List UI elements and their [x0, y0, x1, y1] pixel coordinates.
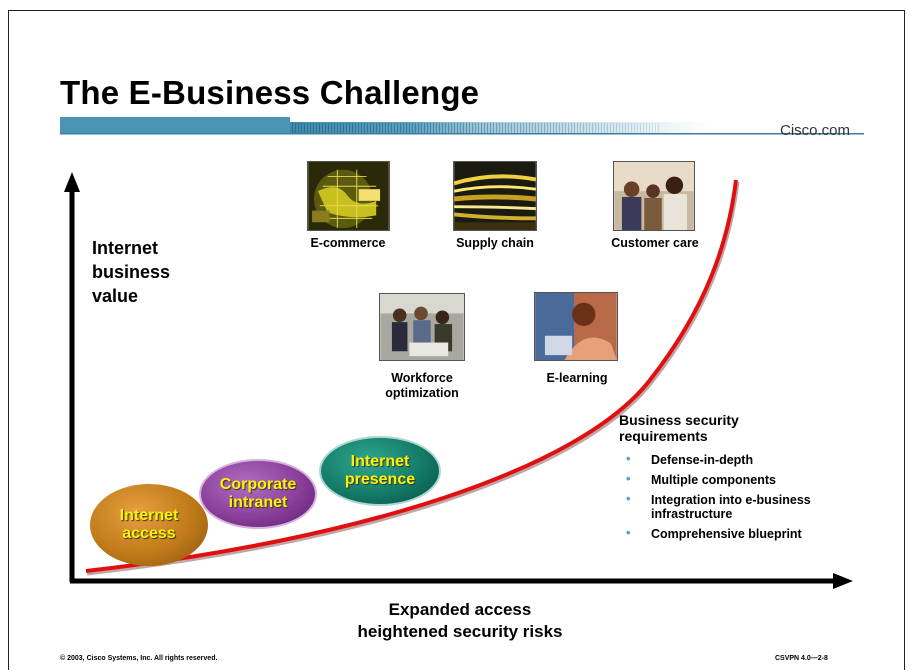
course-code-footer: CSVPN 4.0—2-8 — [775, 655, 828, 662]
bubble-internet-presence-line1: Internet — [350, 453, 410, 470]
requirement-item: •Multiple components — [626, 471, 776, 488]
caption-supply-chain: Supply chain — [456, 236, 534, 250]
student-photo — [534, 292, 618, 361]
caption-workforce-line1: Workforce — [391, 371, 453, 385]
bubble-corporate-intranet-line2: intranet — [228, 494, 288, 511]
requirements-heading-line2: requirements — [619, 428, 708, 444]
light-trails-photo — [453, 161, 537, 231]
x-axis-label: Expanded access heightened security risk… — [300, 599, 620, 643]
x-axis-label-line1: Expanded access — [388, 600, 532, 619]
x-axis-arrowhead — [833, 573, 853, 589]
brand-bar-ticks — [292, 123, 659, 133]
bubble-internet-presence-line2: presence — [344, 471, 416, 488]
requirement-item: •Comprehensive blueprint — [626, 525, 802, 542]
brand-logo-text: Cisco.com — [780, 122, 851, 139]
team-photo — [379, 293, 465, 361]
copyright-footer: © 2003, Cisco Systems, Inc. All rights r… — [60, 655, 218, 662]
caption-customer-care: Customer care — [611, 236, 699, 250]
bullet-icon: • — [626, 491, 631, 506]
bubble-corporate-intranet-line1: Corporate — [219, 476, 297, 493]
slide-title: The E-Business Challenge — [60, 74, 480, 111]
requirements-heading: Business security requirements — [619, 412, 739, 444]
globe-photo — [307, 161, 390, 231]
caption-workforce-line2: optimization — [385, 386, 459, 400]
bubble-internet-access-line2: access — [122, 525, 176, 542]
requirement-item: •Defense-in-depth — [626, 451, 754, 468]
y-axis-label: Internet business value — [92, 238, 171, 306]
caption-e-learning: E-learning — [546, 371, 608, 385]
x-axis-label-line2: heightened security risks — [357, 622, 563, 641]
requirements-heading-line1: Business security — [619, 412, 739, 428]
bullet-icon: • — [626, 451, 631, 466]
bullet-icon: • — [626, 525, 631, 540]
y-axis-arrowhead — [64, 172, 80, 192]
brand-bar — [60, 117, 864, 135]
bubble-internet-access-line1: Internet — [119, 507, 179, 524]
requirement-item: •Integration into e-business infrastruct… — [626, 491, 811, 522]
requirements-list: •Defense-in-depth •Multiple components •… — [626, 451, 866, 547]
bullet-icon: • — [626, 471, 631, 486]
caption-workforce-optimization: Workforce optimization — [365, 371, 479, 401]
call-center-photo — [613, 161, 695, 231]
caption-e-commerce: E-commerce — [310, 236, 386, 250]
slide-frame — [8, 10, 905, 670]
growth-curve — [85, 179, 738, 573]
